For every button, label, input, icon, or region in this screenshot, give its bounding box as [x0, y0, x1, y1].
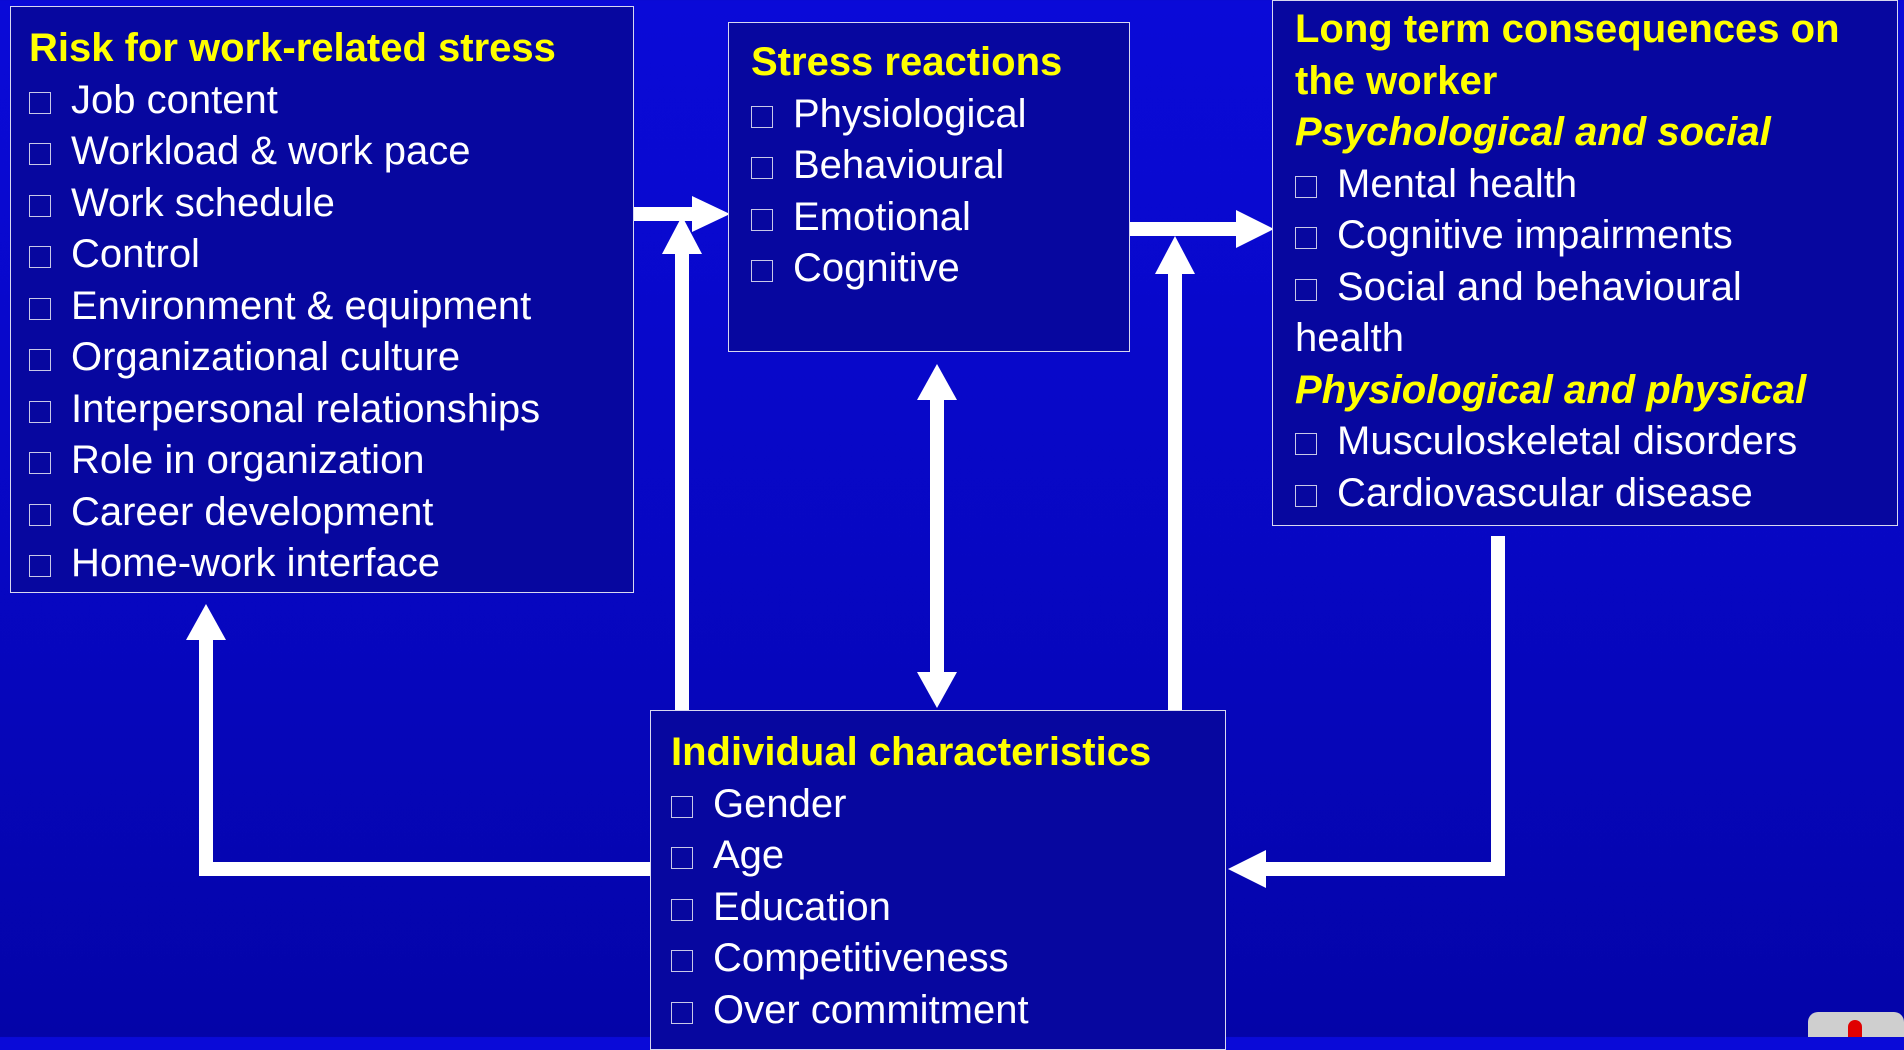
- checkbox-bullet-icon: [671, 950, 693, 972]
- checkbox-bullet-icon: [29, 349, 51, 371]
- arrow-consequences-to-individual-head: [1228, 850, 1266, 888]
- checkbox-bullet-icon: [1295, 433, 1317, 455]
- checkbox-bullet-icon: [751, 208, 773, 231]
- checkbox-bullet-icon: [1295, 175, 1317, 198]
- individual-item: Over commitment: [671, 985, 1225, 1037]
- consequence-item-continuation: health: [1295, 316, 1404, 360]
- checkbox-bullet-icon: [751, 157, 773, 179]
- psychological-social-subtitle: Psychological and social: [1295, 110, 1771, 154]
- stress-reactions-title: Stress reactions: [751, 40, 1063, 84]
- stress-item: Cognitive: [751, 243, 1129, 295]
- checkbox-bullet-icon: [751, 260, 773, 282]
- arrow-individual-to-risk: [199, 862, 650, 876]
- checkbox-bullet-icon: [671, 847, 693, 869]
- checkbox-bullet-icon: [671, 898, 693, 921]
- checkbox-bullet-icon: [29, 143, 51, 165]
- arrow-risk-to-stress: [634, 207, 694, 221]
- risk-factors-box: Risk for work-related stress Job content…: [10, 6, 634, 593]
- individual-item: Gender: [671, 779, 1225, 831]
- checkbox-bullet-icon: [29, 503, 51, 526]
- consequence-item: Social and behavioural: [1295, 262, 1897, 314]
- risk-item: Control: [29, 229, 633, 281]
- arrow-individual-to-risk-vertical: [199, 638, 213, 876]
- arrow-risk-to-stress-head: [692, 196, 730, 232]
- individual-item: Competitiveness: [671, 933, 1225, 985]
- risk-item: Role in organization: [29, 435, 633, 487]
- risk-item: Work schedule: [29, 178, 633, 230]
- arrow-individual-up-left-head: [662, 216, 702, 254]
- checkbox-bullet-icon: [29, 452, 51, 474]
- checkbox-bullet-icon: [671, 795, 693, 818]
- risk-item: Interpersonal relationships: [29, 384, 633, 436]
- consequences-title-line2: the worker: [1295, 58, 1498, 103]
- arrow-stress-to-consequences: [1130, 222, 1238, 236]
- double-arrow-down-head: [917, 672, 957, 708]
- risk-item: Environment & equipment: [29, 281, 633, 333]
- consequence-item: Musculoskeletal disorders: [1295, 416, 1897, 468]
- arrow-individual-up-right-head: [1155, 236, 1195, 274]
- checkbox-bullet-icon: [1295, 278, 1317, 301]
- checkbox-bullet-icon: [29, 555, 51, 577]
- consequence-item: Cardiovascular disease: [1295, 468, 1897, 520]
- checkbox-bullet-icon: [29, 400, 51, 423]
- risk-item: Career development: [29, 487, 633, 539]
- consequences-title-line1: Long term consequences on: [1295, 7, 1840, 51]
- consequence-item: Cognitive impairments: [1295, 210, 1897, 262]
- physiological-physical-subtitle: Physiological and physical: [1295, 367, 1807, 412]
- individual-item: Age: [671, 830, 1225, 882]
- arrow-individual-up-right: [1168, 272, 1182, 710]
- checkbox-bullet-icon: [1295, 227, 1317, 249]
- individual-item: Education: [671, 882, 1225, 934]
- individual-characteristics-box: Individual characteristics Gender Age Ed…: [650, 710, 1226, 1050]
- logo-icon: [1808, 1012, 1904, 1037]
- individual-characteristics-title: Individual characteristics: [671, 730, 1152, 774]
- stress-item: Emotional: [751, 192, 1129, 244]
- stress-reactions-box: Stress reactions Physiological Behaviour…: [728, 22, 1130, 352]
- checkbox-bullet-icon: [751, 105, 773, 128]
- checkbox-bullet-icon: [29, 91, 51, 114]
- arrow-individual-up-left: [675, 252, 689, 710]
- risk-factors-title: Risk for work-related stress: [29, 26, 556, 70]
- checkbox-bullet-icon: [29, 246, 51, 268]
- arrow-consequences-to-individual: [1491, 536, 1505, 876]
- double-arrow-up-head: [917, 364, 957, 400]
- risk-item: Job content: [29, 75, 633, 127]
- arrow-consequences-to-individual-horizontal: [1262, 862, 1505, 876]
- consequence-item: Mental health: [1295, 159, 1897, 211]
- double-arrow-stress-individual: [930, 396, 944, 676]
- risk-item: Workload & work pace: [29, 126, 633, 178]
- consequences-box: Long term consequences on the worker Psy…: [1272, 0, 1898, 526]
- risk-item: Organizational culture: [29, 332, 633, 384]
- checkbox-bullet-icon: [29, 194, 51, 217]
- arrow-stress-to-consequences-head: [1236, 210, 1274, 248]
- checkbox-bullet-icon: [29, 297, 51, 320]
- stress-item: Behavioural: [751, 140, 1129, 192]
- checkbox-bullet-icon: [671, 1001, 693, 1024]
- checkbox-bullet-icon: [1295, 484, 1317, 507]
- risk-item: Home-work interface: [29, 538, 633, 590]
- arrow-individual-to-risk-head: [186, 604, 226, 640]
- stress-item: Physiological: [751, 89, 1129, 141]
